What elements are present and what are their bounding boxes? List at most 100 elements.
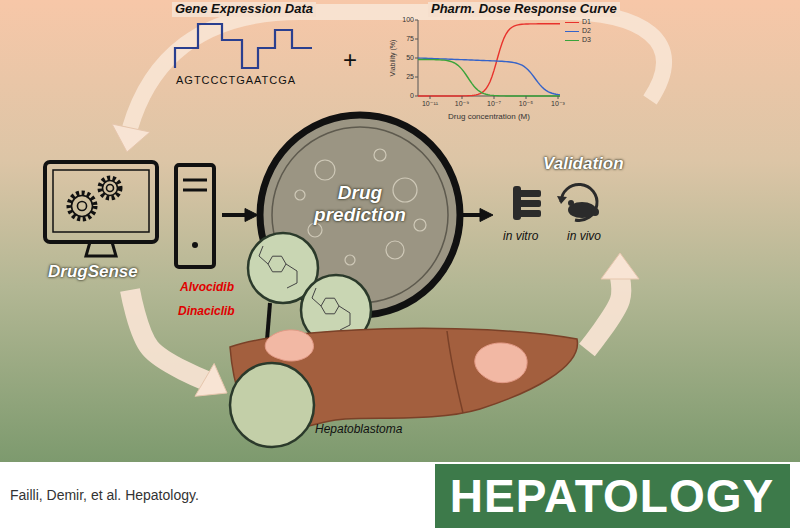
arrow — [462, 209, 493, 222]
legend-text: D1 — [582, 18, 591, 25]
drawing-part — [268, 256, 286, 272]
drawing-part — [591, 208, 599, 216]
tick — [415, 96, 418, 97]
drawing-part — [414, 219, 426, 231]
drug-name: Dinaciclib — [178, 305, 235, 319]
drawing-part — [374, 149, 386, 161]
drawing-part — [107, 185, 114, 192]
drawing-part — [393, 178, 417, 202]
drawing-part — [339, 306, 350, 330]
drawing-part — [513, 186, 521, 220]
label: Pharm. Dose Response Curve — [428, 2, 620, 17]
tick-label: 10⁻⁵ — [519, 100, 533, 108]
drawing-part — [561, 184, 597, 220]
drawing-part — [53, 170, 149, 232]
drawing-part — [475, 343, 527, 383]
label: + — [343, 46, 357, 74]
background — [0, 0, 800, 462]
tick — [415, 77, 418, 78]
liver-shape — [225, 325, 585, 450]
tick — [430, 96, 431, 99]
drug-name: Alvocidib — [180, 281, 234, 295]
tick-label: 10⁻⁹ — [455, 100, 469, 108]
drawing-part — [295, 190, 305, 200]
legend-text: D2 — [582, 27, 591, 34]
node-text: in vivo — [567, 230, 601, 244]
computer-node: DrugSense — [40, 150, 220, 290]
drawing-part — [315, 160, 335, 180]
dose-curve — [418, 60, 560, 96]
tick-label: 10⁻¹¹ — [422, 100, 438, 108]
node-text: in vitro — [503, 230, 538, 244]
drawing-part — [72, 196, 93, 217]
node-title: DrugSense — [48, 262, 138, 282]
arrowhead — [195, 363, 227, 396]
label: Viability (%) — [389, 40, 397, 77]
drawing-part — [321, 298, 339, 314]
tick-label: 10⁻³ — [551, 100, 565, 108]
legend-sample — [565, 22, 579, 23]
tick — [526, 96, 527, 99]
drawing-part — [69, 193, 95, 219]
drawing-part — [447, 331, 463, 413]
drawing-part — [435, 464, 790, 528]
drawing-part — [45, 162, 157, 242]
tick-label: 0 — [410, 92, 414, 100]
tick-label: 50 — [406, 54, 414, 62]
legend-sample — [565, 40, 579, 41]
drawing-part — [100, 178, 120, 198]
node-title: HEPATOLOGY — [450, 470, 774, 523]
tick-label: 10⁻⁷ — [487, 100, 501, 108]
drawing-part — [86, 242, 116, 256]
label: Drug concentration (M) — [448, 112, 530, 121]
drawing-part — [259, 246, 268, 264]
footer-band — [0, 462, 800, 530]
expression-waveform — [175, 24, 312, 68]
tick-label: 75 — [406, 35, 414, 43]
tick — [494, 96, 495, 99]
node-title: Validation — [543, 154, 624, 174]
drawing-part — [77, 201, 86, 210]
drawing-part — [345, 255, 355, 265]
flow-arrow — [587, 253, 639, 350]
node-title: Drug prediction — [300, 182, 420, 226]
drawing-part — [286, 264, 297, 288]
drawing-part — [557, 196, 567, 204]
validation-group: Validation in vitro in vivo — [495, 150, 655, 250]
dose-response-chart — [415, 20, 560, 99]
legend-entry: D3 — [565, 36, 591, 44]
drawing-part — [130, 12, 664, 128]
tick — [415, 20, 418, 21]
tick-label: 100 — [402, 16, 414, 24]
tick — [558, 96, 559, 99]
drawing-part — [183, 189, 207, 192]
tick — [462, 96, 463, 99]
drawing-part — [308, 223, 322, 237]
drawing-part — [176, 165, 214, 267]
tick — [415, 39, 418, 40]
arrowhead — [245, 209, 258, 222]
arrowhead — [601, 253, 639, 279]
drawing-part — [103, 181, 118, 196]
drawing-part — [112, 124, 150, 152]
journal-logo: HEPATOLOGY — [435, 464, 790, 528]
connector-line — [130, 290, 206, 381]
drawing-part — [568, 200, 574, 206]
tick-label: 25 — [406, 73, 414, 81]
label: AGTCCCTGAATCGA — [176, 74, 296, 87]
legend-entry: D2 — [565, 27, 591, 35]
dose-curve — [418, 24, 560, 96]
legend-sample — [565, 31, 579, 32]
prediction-circle: Drug prediction — [255, 110, 465, 320]
drawing-part — [192, 242, 198, 248]
drawing-part — [418, 20, 560, 96]
node-title: Hepatoblastoma — [315, 423, 402, 437]
connector-line — [587, 277, 621, 350]
arrowhead — [480, 209, 493, 222]
connector-line — [462, 213, 482, 217]
arrow — [222, 209, 258, 222]
drawing-part — [312, 288, 321, 306]
connector-line — [222, 213, 247, 217]
